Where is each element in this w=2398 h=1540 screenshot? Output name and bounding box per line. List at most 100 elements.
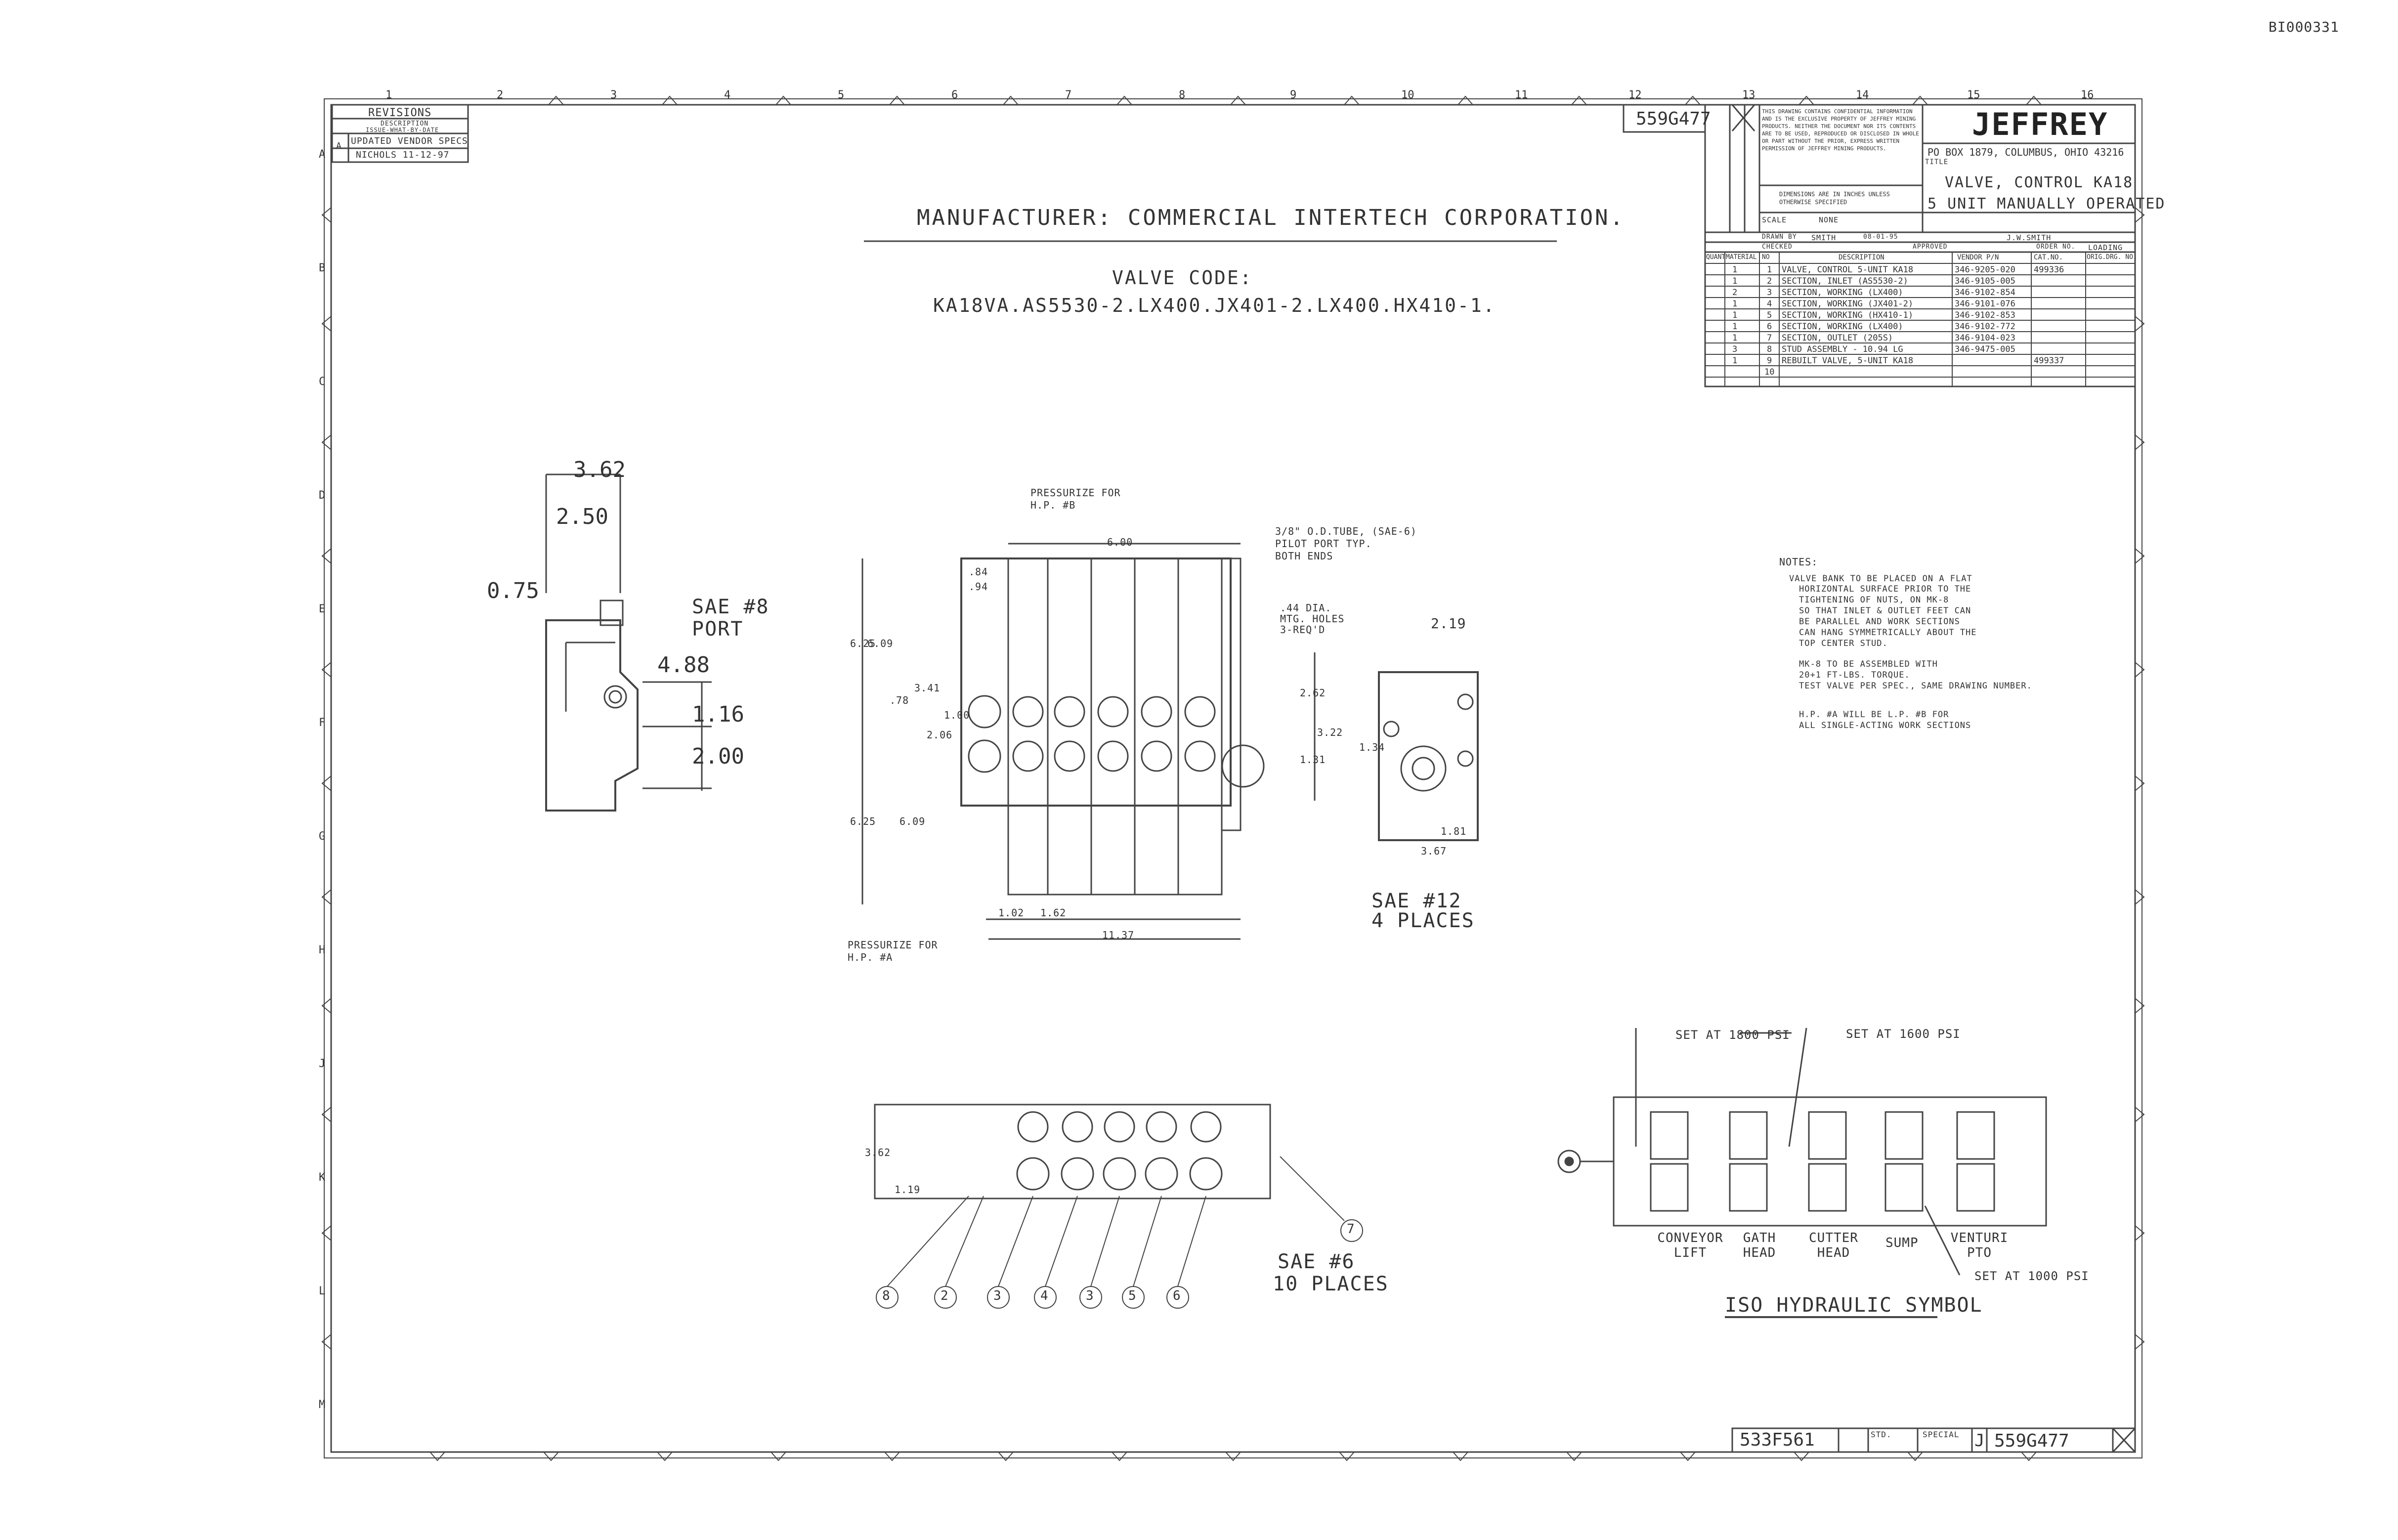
pressurize-a-1: PRESSURIZE FOR [848,939,938,951]
zone-row: G [319,830,326,843]
note-1-line: SO THAT INLET & OUTLET FEET CAN [1799,606,1971,616]
dim-bottom: 1.19 [895,1184,921,1196]
drawn-by-label: DRAWN BY [1762,233,1797,241]
dim-front: 6.25 [850,638,876,649]
sae8-label: SAE #8 [692,596,770,618]
iso-label-gath: GATH HEAD [1743,1231,1776,1260]
zone-row: M [319,1399,326,1411]
zone-row: K [319,1171,326,1184]
bom-qty: 3 [1732,344,1738,354]
note-3-line: ALL SINGLE-ACTING WORK SECTIONS [1799,721,1971,730]
relief-setting-1600: SET AT 1600 PSI [1846,1027,1961,1041]
bom-vendor: 346-9102-772 [1955,322,2015,332]
dim-side: 4.88 [657,652,710,678]
dim-front: 1.31 [1300,754,1326,766]
revisions-col-description: DESCRIPTION [381,120,429,128]
sae12-places: 4 PLACES [1371,909,1475,932]
valve-code: KA18VA.AS5530-2.LX400.JX401-2.LX400.HX41… [933,295,1496,316]
note-1-line: VALVE BANK TO BE PLACED ON A FLAT [1789,574,1972,584]
dim-side: 3.62 [573,457,626,482]
bom-desc: SECTION, WORKING (JX401-2) [1782,299,1914,309]
bom-no: 4 [1767,299,1772,309]
bom-qty: 1 [1732,265,1738,275]
drawing-number-bottom: 559G477 [1994,1431,2069,1451]
bom-vendor: 346-9205-020 [1955,265,2015,275]
note-3-line: H.P. #A WILL BE L.P. #B FOR [1799,710,1949,720]
bom-desc: SECTION, WORKING (LX400) [1782,288,1903,298]
revision-letter: A [336,141,342,151]
relief-setting-1000: SET AT 1000 PSI [1974,1269,2089,1283]
bom-qty: 1 [1732,299,1738,309]
zone-col: 10 [1401,89,1414,101]
bom-cat: 499337 [2034,356,2064,366]
zone-col: 12 [1628,89,1642,101]
bom-desc: SECTION, OUTLET (205S) [1782,333,1893,343]
pilot-port-2: PILOT PORT TYP. [1275,538,1372,550]
dim-front: 6.25 [850,815,876,827]
reference-number: 533F561 [1740,1430,1815,1450]
sae6-label: SAE #6 [1278,1250,1355,1273]
dim-front: 3.41 [914,682,941,694]
bom-header-description: DESCRIPTION [1839,254,1884,261]
bom-desc: REBUILT VALVE, 5-UNIT KA18 [1782,356,1914,366]
dim-front: 6.09 [899,815,926,827]
dim-bottom: 3.62 [865,1147,891,1158]
dim-end: 2.19 [1431,615,1466,632]
bom-desc: STUD ASSEMBLY - 10.94 LG [1782,344,1903,354]
bom-no: 6 [1767,322,1772,332]
balloon: 3 [993,1288,1001,1303]
zone-col: 14 [1856,89,1869,101]
zone-row: E [319,603,326,615]
bom-no: 10 [1764,367,1775,377]
zone-col: 5 [838,89,845,101]
zone-col: 7 [1065,89,1072,101]
zone-row: B [319,262,326,274]
bom-vendor: 346-9102-854 [1955,288,2015,298]
dim-end: 1.34 [1359,741,1385,753]
designer: J.W.SMITH [2007,233,2052,242]
bom-desc: VALVE, CONTROL 5-UNIT KA18 [1782,265,1914,275]
bom-qty: 2 [1732,288,1738,298]
zone-col: 4 [724,89,731,101]
iso-label-cutter: CUTTER HEAD [1809,1231,1858,1260]
bom-header-material: MATERIAL [1726,254,1757,261]
revisions-heading: REVISIONS [368,107,432,119]
revisions-col-issue: ISSUE-WHAT-BY-DATE [366,127,439,133]
bom-no: 8 [1767,344,1772,354]
iso-label-conveyor: CONVEYOR LIFT [1657,1231,1723,1260]
order-label: ORDER NO. [2036,243,2076,251]
balloon: 7 [1347,1222,1355,1237]
relief-setting-1800: SET AT 1800 PSI [1675,1028,1790,1042]
sheet-id: BI000331 [2269,19,2339,35]
bom-header-cat: CAT.NO. [2034,254,2063,261]
revision-desc: UPDATED VENDOR SPECS [351,136,468,146]
dim-front: 1.62 [1040,907,1067,919]
dim-end: 1.81 [1441,825,1467,837]
zone-col: 16 [2081,89,2094,101]
sae12-label: SAE #12 [1371,890,1462,912]
title-label: TITLE [1925,158,1949,166]
zone-col: 15 [1967,89,1980,101]
dim-front: .94 [969,581,988,593]
revision-by: NICHOLS 11-12-97 [356,150,450,160]
balloon: 3 [1086,1288,1094,1303]
zone-row: C [319,376,326,388]
balloon: 8 [882,1288,890,1303]
dim-end: 3.67 [1421,845,1447,857]
drawn-by: SMITH [1811,233,1837,242]
scale-value: NONE [1819,215,1839,224]
dim-front: 3.22 [1317,727,1343,738]
note-1-line: BE PARALLEL AND WORK SECTIONS [1799,617,1960,627]
mtg-holes-3: 3-REQ'D [1280,624,1326,636]
bom-no: 2 [1767,276,1772,286]
zone-col: 9 [1290,89,1297,101]
zone-row: J [319,1058,326,1070]
balloon: 4 [1040,1288,1048,1303]
bom-header-qty: QUANT [1706,254,1726,261]
std-label: STD. [1871,1430,1892,1439]
zone-col: 11 [1515,89,1528,101]
valve-code-label: VALVE CODE: [1112,267,1253,289]
dim-side: 2.00 [692,744,744,769]
pressurize-b-1: PRESSURIZE FOR [1030,487,1121,499]
bom-no: 7 [1767,333,1772,343]
